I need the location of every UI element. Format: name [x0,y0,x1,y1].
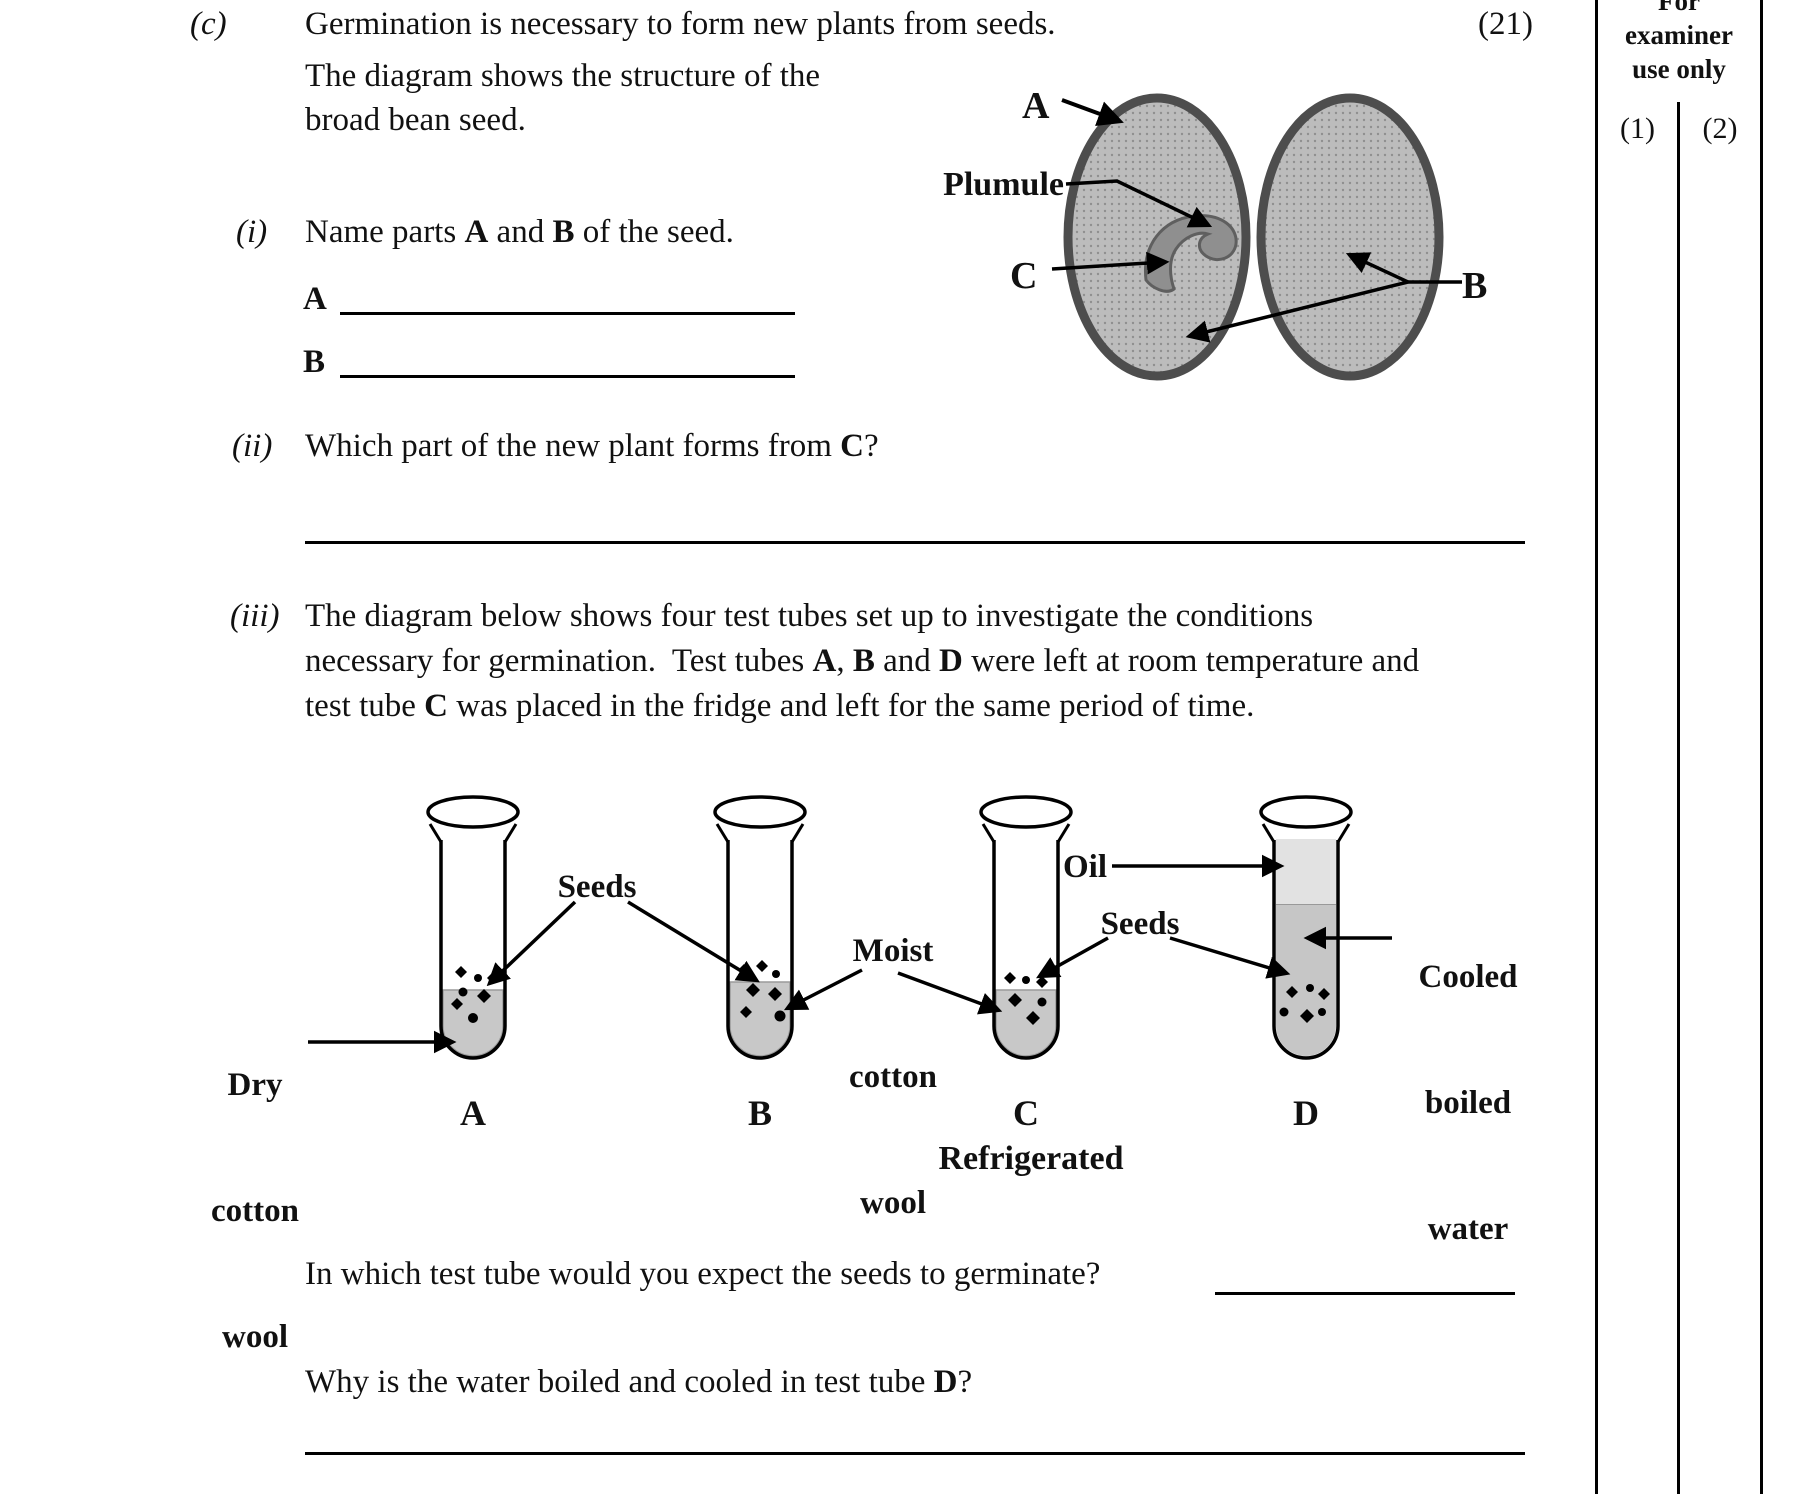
q3-marker: (iii) [230,598,280,634]
marks-total: (21) [1478,6,1533,42]
refrigerated-label: Refrigerated [938,1140,1124,1177]
examiner-header-line1: For [1658,0,1700,16]
tube-letter-c: C [1013,1093,1039,1133]
q3-line3: test tube C was placed in the fridge and… [305,688,1255,724]
moist-wool-arrow-to-b [783,968,863,1011]
seed-diagram [1051,93,1462,381]
seed-label-c: C [1010,255,1038,297]
examiner-col-1: (1) [1620,112,1655,145]
tube-letter-a: A [460,1093,486,1133]
q1-answer-b-label: B [303,344,326,380]
moist-cotton-wool-label: Moist cotton wool [849,933,937,1221]
examiner-col-2: (2) [1702,112,1738,145]
q5-text: Why is the water boiled and cooled in te… [305,1364,973,1400]
tube-letter-d: D [1293,1093,1319,1133]
label-b-arrow-left-cotyledon [1185,280,1409,343]
examiner-header-line2: examiner [1625,20,1733,50]
boiled-water [1276,905,1336,1056]
intro-line-2: The diagram shows the structure of the [305,58,821,94]
examiner-box-divider-line [1677,102,1680,1494]
q3-line1: The diagram below shows four test tubes … [305,598,1314,634]
intro-line-3: broad bean seed. [305,102,526,138]
seeds-left-label: Seeds [557,869,637,905]
examiner-box-right-line [1760,0,1763,1494]
test-tube-c [979,795,1073,1060]
q1-answer-a-label: A [303,281,327,317]
seed-label-a: A [1022,85,1050,127]
seeds-right-arrow-to-d [1169,936,1291,979]
label-c-arrow [1051,251,1170,275]
right-cotyledon [1256,93,1444,381]
seed-label-plumule: Plumule [943,166,1064,203]
q1-answer-a-blank[interactable] [340,312,795,315]
seeds-in-tube-c [1004,972,1048,1025]
part-c-marker: (c) [190,6,227,42]
label-a-arrow [1061,98,1124,127]
intro-text: Germination is necessary to form new pla… [305,6,1056,42]
q2-text: Which part of the new plant forms from C… [305,428,879,464]
test-tube-b [713,795,807,1060]
test-tube-a [426,795,520,1060]
examiner-header-line3: use only [1632,54,1726,84]
q1-text: Name parts A and B of the seed. [305,214,734,250]
test-tube-d [1259,795,1353,1060]
test-tube-diagram [308,795,1392,1060]
q1-marker: (i) [236,214,268,250]
seeds-right-label: Seeds [1100,906,1180,942]
plumule-arrow [1065,179,1213,228]
oil-label: Oil [1062,849,1107,885]
seeds-left-arrow-to-a [486,900,577,987]
moist-wool-arrow-to-c [897,971,1003,1015]
seeds-right-arrow-to-c [1036,936,1109,979]
examiner-header: For examiner use only [1598,0,1760,86]
examiner-box-left-line [1595,0,1598,1494]
seeds-left-arrow-to-b [627,900,760,983]
q2-answer-blank[interactable] [305,541,1525,544]
seed-label-b: B [1462,265,1488,307]
q2-marker: (ii) [232,428,273,464]
tube-letter-b: B [747,1093,772,1133]
dry-cotton-wool-label: Dry cotton wool [211,1067,299,1355]
oil-layer [1276,839,1336,905]
cooled-boiled-water-label: Cooled boiled water [1418,959,1518,1247]
seeds-in-tube-d [1279,984,1330,1023]
q4-answer-blank[interactable] [1215,1292,1515,1295]
label-b-arrow-right-cotyledon [1345,252,1409,284]
q5-answer-blank[interactable] [305,1452,1525,1455]
q1-answer-b-blank[interactable] [340,375,795,378]
q4-text: In which test tube would you expect the … [305,1256,1101,1292]
q3-line2: necessary for germination. Test tubes A,… [305,643,1420,679]
